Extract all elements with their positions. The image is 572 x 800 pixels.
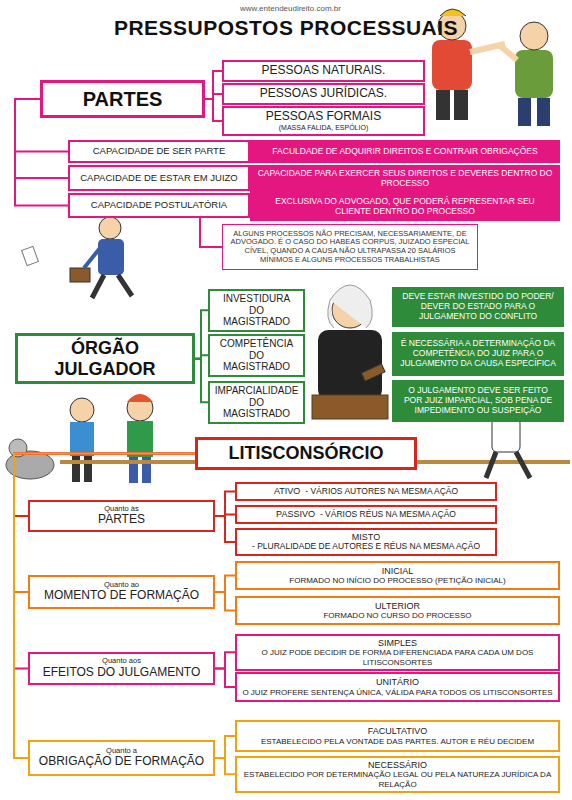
concept-box: CAPACIDADE POSTULATÓRIA: [68, 193, 250, 218]
concept-box: PESSOAS NATURAIS.: [222, 60, 425, 82]
box-text: PARTES: [83, 88, 163, 111]
connector: [215, 652, 235, 668]
connector: [14, 454, 195, 669]
box-text: PARTES: [98, 513, 145, 527]
concept-box: PESSOAS FORMAIS(MASSA FALIDA, ESPÓLIO): [222, 106, 425, 136]
box-text: - VÁRIOS RÉUS NA MESMA AÇÃO: [320, 510, 456, 520]
concept-box: PESSOAS JURÍDICAS.: [222, 83, 425, 105]
box-text: ATIVO: [274, 486, 300, 496]
concept-box: PARTES: [40, 80, 205, 118]
box-text: CAPACIDADE DE SER PARTE: [93, 146, 226, 157]
concept-box: DEVE ESTAR INVESTIDO DO PODER/ DEVER DO …: [392, 287, 564, 327]
concept-box: SIMPLESO JUIZ PODE DECIDIR DE FORMA DIFE…: [235, 634, 560, 671]
concept-box: CAPACIDADE PARA EXERCER SEUS DIREITOS E …: [250, 165, 560, 193]
box-text: É NECESSÁRIA A DETERMINAÇÃO DA COMPETÊNC…: [399, 339, 557, 368]
box-text: CAPACIDADE DE ESTAR EM JUIZO: [80, 173, 237, 184]
concept-box: ATIVO - VÁRIOS AUTORES NA MESMA AÇÃO: [235, 482, 497, 501]
concept-box: INVESTIDURA DO MAGISTRADO: [208, 289, 305, 332]
box-text: ALGUNS PROCESSOS NÃO PRECISAM, NECESSARI…: [228, 230, 472, 265]
box-text: INICIAL: [382, 566, 414, 576]
concept-box: Quanto aOBRIGAÇÃO DE FORMAÇÃO: [28, 740, 215, 776]
box-text: INVESTIDURA DO MAGISTRADO: [215, 293, 298, 328]
connector: [200, 218, 222, 247]
box-text: ÓRGÃO JULGADOR: [23, 338, 187, 379]
box-text: COMPETÊNCIA DO MAGISTRADO: [215, 338, 298, 373]
box-text: PESSOAS NATURAIS.: [262, 64, 386, 78]
box-text: LITISCONSÓRCIO: [228, 443, 383, 464]
concept-box: O JULGAMENTO DEVE SER FEITO POR JUIZ IMP…: [392, 380, 564, 422]
concept-box: COMPETÊNCIA DO MAGISTRADO: [208, 334, 305, 377]
connector: [195, 359, 208, 403]
box-text: EFEITOS DO JULGAMENTO: [43, 666, 201, 680]
diagram-title: PRESSUPOSTOS PROCESSUAIS: [0, 16, 572, 40]
concept-box: FACULDADE DE ADQUIRIR DIREITOS E CONTRAI…: [250, 140, 560, 163]
connector: [215, 736, 235, 758]
box-text: OBRIGAÇÃO DE FORMAÇÃO: [39, 755, 204, 769]
box-text: FORMADO NO CURSO DO PROCESSO: [323, 611, 471, 620]
concept-box: Quanto àsPARTES: [28, 500, 215, 532]
box-text: DEVE ESTAR INVESTIDO DO PODER/ DEVER DO …: [399, 292, 557, 321]
connector: [215, 492, 235, 517]
box-text: NECESSÁRIO: [368, 760, 427, 770]
connector: [215, 592, 235, 611]
concept-box: LITISCONSÓRCIO: [195, 437, 417, 470]
box-text: IMPARCIALIDADE DO MAGISTRADO: [215, 385, 299, 420]
box-text: O JUIZ PODE DECIDIR DE FORMA DIFERENCIAD…: [242, 648, 553, 666]
connector: [195, 310, 208, 358]
box-text: Quanto aos: [102, 657, 141, 666]
concept-box: Quanto aosEFEITOS DO JULGAMENTO: [28, 652, 215, 685]
concept-box: UNITÁRIOO JUIZ PROFERE SENTENÇA ÚNICA, V…: [235, 672, 560, 702]
concept-box: CAPACIDADE DE SER PARTE: [68, 140, 250, 163]
concept-box: MISTO- PLURALIDADE DE AUTORES E RÉUS NA …: [235, 528, 497, 556]
connector: [215, 758, 235, 774]
box-text: MISTO: [352, 532, 380, 542]
box-text: MOMENTO DE FORMAÇÃO: [44, 589, 199, 603]
concept-box: Quanto aoMOMENTO DE FORMAÇÃO: [28, 575, 215, 609]
connector: [205, 99, 222, 121]
connector: [215, 669, 235, 688]
box-text: Quanto a: [106, 747, 137, 756]
lawyer-figure: [22, 217, 132, 298]
concept-box: ÓRGÃO JULGADOR: [15, 333, 195, 384]
box-text: O JUIZ PROFERE SENTENÇA ÚNICA, VÁLIDA PA…: [242, 688, 552, 697]
concept-box: NECESSÁRIOESTABELECIDO POR DETERMINAÇÃO …: [235, 756, 560, 793]
connector: [205, 71, 222, 99]
judge-figure: [312, 285, 388, 419]
box-text: UNITÁRIO: [376, 677, 419, 687]
box-text: SIMPLES: [378, 638, 417, 648]
concept-box: PASSIVO - VÁRIOS RÉUS NA MESMA AÇÃO: [235, 505, 497, 524]
box-text: Quanto às: [104, 505, 139, 514]
box-text: Quanto ao: [104, 581, 139, 590]
box-text: - PLURALIDADE DE AUTORES E RÉUS NA MESMA…: [252, 542, 480, 552]
connector: [215, 516, 235, 542]
box-text: (MASSA FALIDA, ESPÓLIO): [279, 124, 368, 132]
box-text: O JULGAMENTO DEVE SER FEITO POR JUIZ IMP…: [399, 386, 557, 415]
box-text: - VÁRIOS AUTORES NA MESMA AÇÃO: [305, 487, 458, 497]
box-text: ESTABELECIDO PELA VONTADE DAS PARTES. AU…: [261, 737, 534, 746]
concept-box: ULTERIORFORMADO NO CURSO DO PROCESSO: [235, 596, 560, 625]
website-label: www.entendeudireito.com.br: [240, 4, 341, 13]
concept-box: INICIALFORMADO NO INÍCIO DO PROCESSO (PE…: [235, 561, 560, 590]
box-text: FACULTATIVO: [368, 726, 428, 736]
connector: [215, 576, 235, 593]
box-text: FORMADO NO INÍCIO DO PROCESSO (PETIÇÃO I…: [289, 576, 505, 585]
box-text: ESTABELECIDO POR DETERMINAÇÃO LEGAL OU P…: [242, 770, 553, 788]
box-text: CAPACIDADE PARA EXERCER SEUS DIREITOS E …: [257, 169, 553, 189]
concept-box: FACULTATIVOESTABELECIDO PELA VONTADE DAS…: [235, 720, 560, 752]
box-text: PASSIVO: [276, 509, 315, 519]
box-text: ULTERIOR: [375, 601, 420, 611]
box-text: PESSOAS FORMAIS: [266, 110, 381, 124]
box-text: EXCLUSIVA DO ADVOGADO, QUE PODERÁ REPRES…: [257, 197, 553, 217]
box-text: CAPACIDADE POSTULATÓRIA: [91, 200, 227, 211]
concept-box: IMPARCIALIDADE DO MAGISTRADO: [208, 381, 305, 424]
box-text: FACULDADE DE ADQUIRIR DIREITOS E CONTRAI…: [272, 147, 537, 157]
box-text: PESSOAS JURÍDICAS.: [260, 87, 387, 101]
concept-box: É NECESSÁRIA A DETERMINAÇÃO DA COMPETÊNC…: [392, 332, 564, 376]
concept-box: EXCLUSIVA DO ADVOGADO, QUE PODERÁ REPRES…: [250, 193, 560, 221]
concept-box: CAPACIDADE DE ESTAR EM JUIZO: [68, 165, 250, 191]
concept-box: ALGUNS PROCESSOS NÃO PRECISAM, NECESSARI…: [222, 224, 478, 270]
